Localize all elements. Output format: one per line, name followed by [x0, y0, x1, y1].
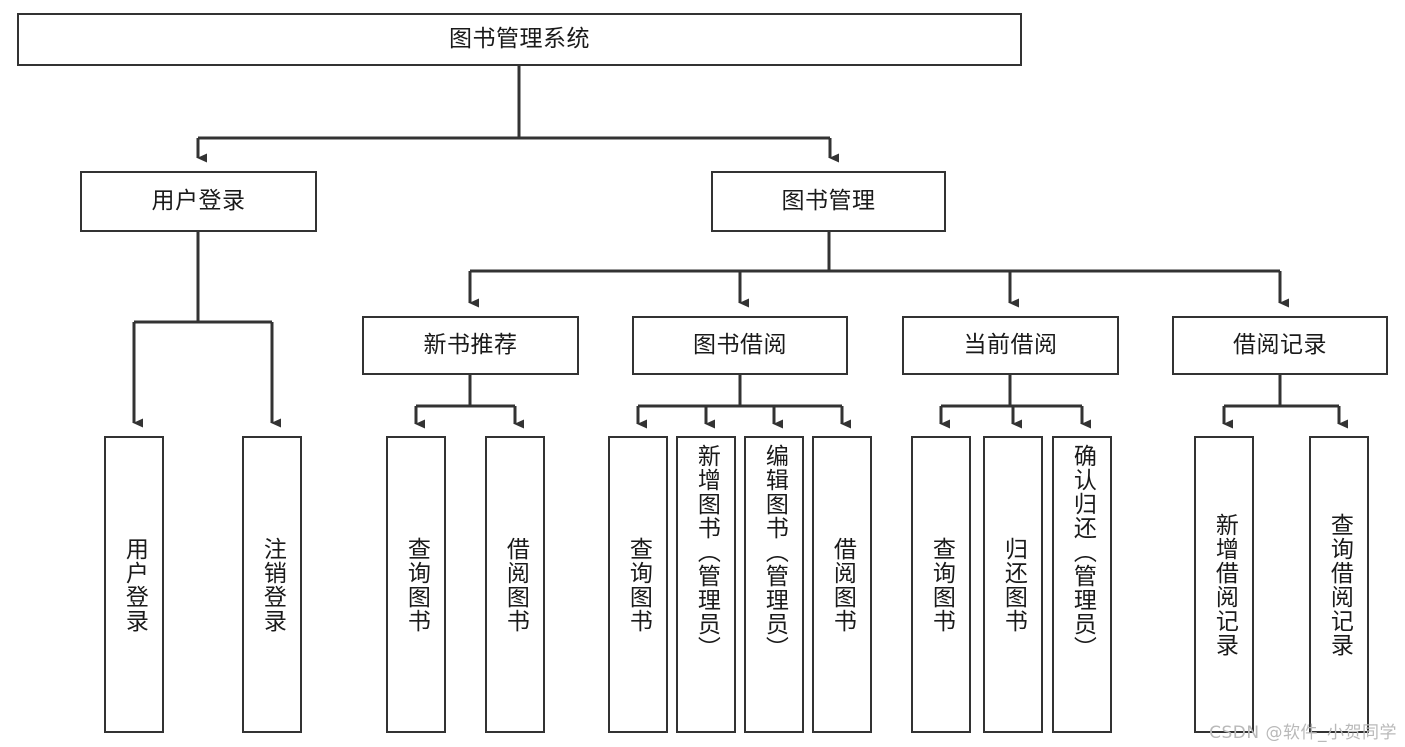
node-book-borrow[interactable]: 图书借阅 — [632, 316, 848, 375]
node-leaf-query-borrow-record[interactable]: 查询借阅记录 — [1309, 436, 1369, 733]
node-label: 编辑图书（管理员） — [761, 444, 788, 660]
node-label: 确认归还（管理员） — [1069, 444, 1096, 660]
node-leaf-edit-book-admin[interactable]: 编辑图书（管理员） — [744, 436, 804, 733]
node-leaf-borrow-book-recommend[interactable]: 借阅图书 — [485, 436, 545, 733]
node-label: 新书推荐 — [423, 332, 518, 359]
node-label: 注销登录 — [259, 536, 286, 633]
node-label: 新增借阅记录 — [1211, 512, 1238, 657]
node-leaf-borrow-book[interactable]: 借阅图书 — [812, 436, 872, 733]
node-label: 借阅图书 — [502, 536, 529, 633]
node-leaf-add-book-admin[interactable]: 新增图书（管理员） — [676, 436, 736, 733]
node-label: 当前借阅 — [963, 332, 1058, 359]
node-book-management-system[interactable]: 图书管理系统 — [17, 13, 1022, 66]
node-label: 查询图书 — [625, 536, 652, 633]
node-label: 图书管理系统 — [449, 26, 590, 53]
node-current-borrow[interactable]: 当前借阅 — [902, 316, 1119, 375]
csdn-watermark: CSDN @软件_小贺同学 — [1209, 723, 1397, 743]
node-label: 查询图书 — [403, 536, 430, 633]
node-leaf-add-borrow-record[interactable]: 新增借阅记录 — [1194, 436, 1254, 733]
node-borrow-record[interactable]: 借阅记录 — [1172, 316, 1388, 375]
node-label: 归还图书 — [1000, 536, 1027, 633]
node-new-book-recommend[interactable]: 新书推荐 — [362, 316, 579, 375]
node-user-login[interactable]: 用户登录 — [80, 171, 317, 232]
node-leaf-query-book-borrow[interactable]: 查询图书 — [608, 436, 668, 733]
node-label: 用户登录 — [121, 536, 148, 633]
node-label: 图书管理 — [781, 188, 876, 215]
node-leaf-query-book-current[interactable]: 查询图书 — [911, 436, 971, 733]
node-leaf-return-book[interactable]: 归还图书 — [983, 436, 1043, 733]
node-leaf-user-logout[interactable]: 注销登录 — [242, 436, 302, 733]
node-leaf-confirm-return-admin[interactable]: 确认归还（管理员） — [1052, 436, 1112, 733]
node-book-management[interactable]: 图书管理 — [711, 171, 946, 232]
node-leaf-user-login[interactable]: 用户登录 — [104, 436, 164, 733]
node-label: 用户登录 — [151, 188, 246, 215]
node-label: 查询借阅记录 — [1326, 512, 1353, 657]
node-label: 借阅记录 — [1233, 332, 1327, 359]
node-label: 查询图书 — [928, 536, 955, 633]
node-label: 新增图书（管理员） — [693, 444, 720, 660]
node-label: 图书借阅 — [693, 332, 787, 359]
node-label: 借阅图书 — [829, 536, 856, 633]
node-leaf-query-book-recommend[interactable]: 查询图书 — [386, 436, 446, 733]
